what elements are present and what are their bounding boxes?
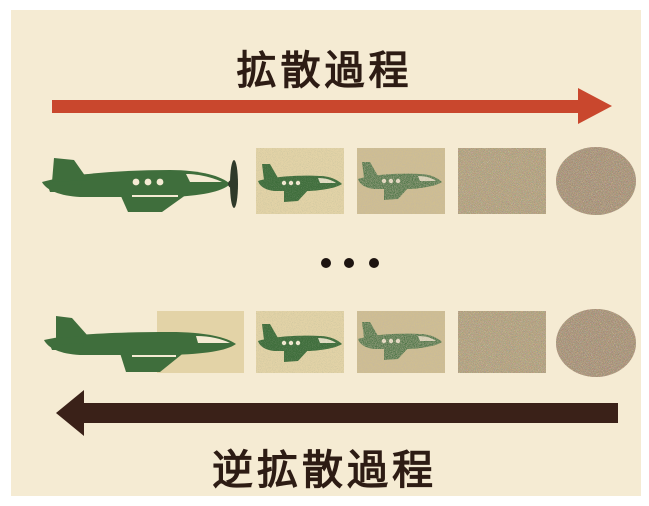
forward-tile-step-3	[458, 148, 546, 214]
ellipsis-dots	[321, 258, 379, 268]
forward-arrow-shaft	[52, 100, 582, 113]
reverse-tile-step-1	[256, 311, 344, 373]
forward-tile-step-1	[256, 148, 344, 214]
forward-pure-noise	[556, 147, 636, 215]
reverse-arrow	[56, 390, 618, 436]
reverse-arrow-shaft	[78, 403, 618, 423]
reverse-arrow-head	[56, 390, 84, 436]
reverse-tile-step-3	[458, 311, 546, 373]
reverse-pure-noise	[556, 309, 636, 377]
forward-process-title: 拡散過程	[236, 48, 413, 94]
forward-arrow	[52, 88, 612, 124]
reverse-row-restored-airplane	[44, 316, 236, 372]
forward-row-original-airplane	[42, 158, 238, 212]
reverse-process-title: 逆拡散過程	[212, 446, 437, 494]
reverse-tile-step-2	[357, 311, 445, 373]
forward-arrow-head	[578, 88, 612, 124]
forward-tile-step-2	[357, 148, 445, 214]
